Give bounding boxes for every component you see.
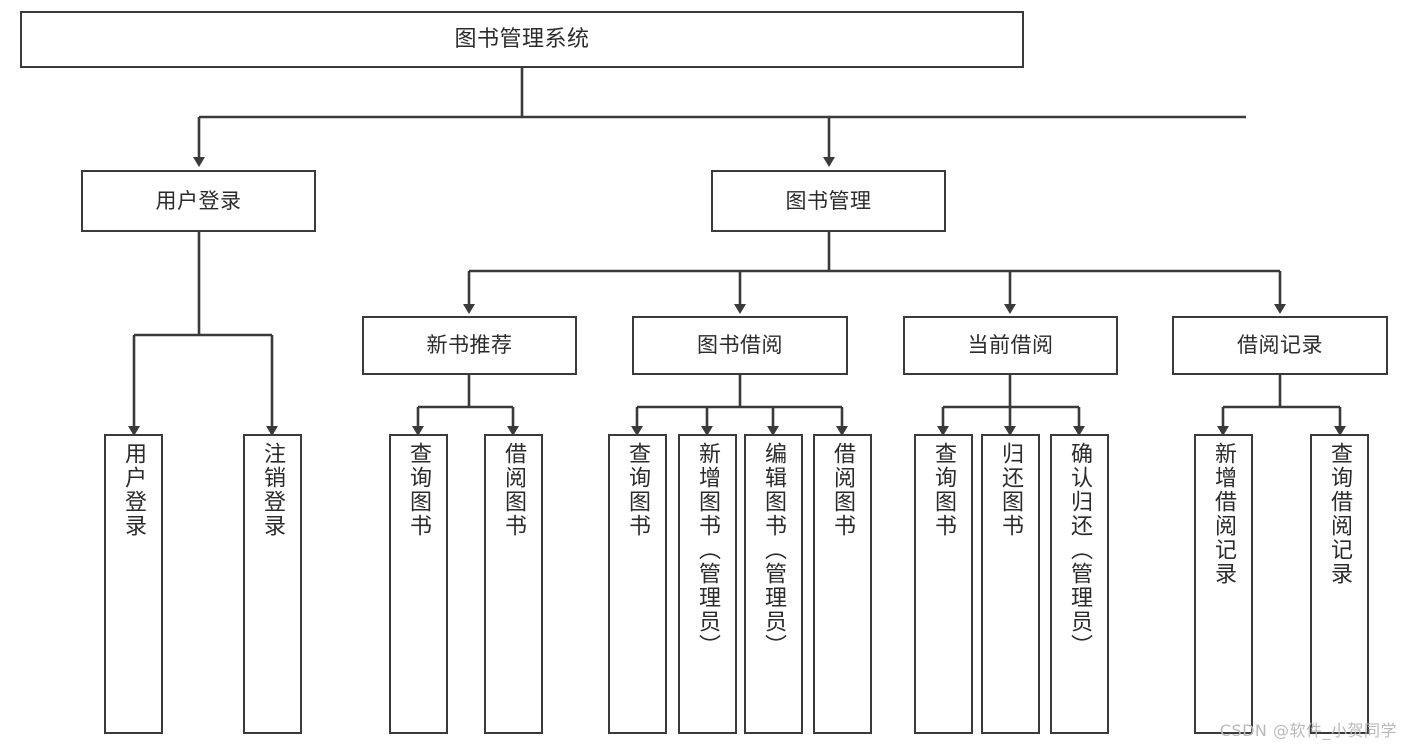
node-leaf-return-book[interactable]: 归还图书 bbox=[981, 434, 1040, 734]
node-leaf-query-book-2-label: 查询图书 bbox=[625, 442, 651, 538]
node-current-borrow[interactable]: 当前借阅 bbox=[903, 316, 1118, 375]
node-user-login[interactable]: 用户登录 bbox=[81, 170, 316, 232]
node-root[interactable]: 图书管理系统 bbox=[20, 11, 1024, 68]
node-leaf-edit-book-admin[interactable]: 编辑图书（管理员） bbox=[744, 434, 803, 734]
node-leaf-query-book-3[interactable]: 查询图书 bbox=[914, 434, 973, 734]
edges-borrow-record bbox=[1217, 375, 1346, 436]
edges-root bbox=[193, 68, 1246, 167]
node-leaf-borrow-book-2[interactable]: 借阅图书 bbox=[813, 434, 872, 734]
edges-user-login bbox=[128, 232, 278, 436]
node-leaf-edit-book-admin-label: 编辑图书（管理员） bbox=[761, 442, 787, 658]
node-leaf-query-book-1-label: 查询图书 bbox=[406, 442, 432, 538]
node-new-book-recommend[interactable]: 新书推荐 bbox=[362, 316, 577, 375]
edges-book-borrow bbox=[631, 375, 848, 436]
edges-book-management bbox=[463, 232, 1286, 314]
node-leaf-logout-login-label: 注销登录 bbox=[260, 442, 286, 538]
node-borrow-record-label: 借阅记录 bbox=[1237, 333, 1323, 358]
node-book-borrow[interactable]: 图书借阅 bbox=[632, 316, 848, 375]
node-current-borrow-label: 当前借阅 bbox=[967, 333, 1054, 358]
node-leaf-user-login-label: 用户登录 bbox=[121, 442, 147, 538]
node-leaf-confirm-return-admin[interactable]: 确认归还（管理员） bbox=[1050, 434, 1109, 734]
node-user-login-label: 用户登录 bbox=[155, 188, 242, 213]
node-new-book-recommend-label: 新书推荐 bbox=[426, 333, 513, 358]
node-book-borrow-label: 图书借阅 bbox=[697, 333, 783, 358]
node-leaf-logout-login[interactable]: 注销登录 bbox=[243, 434, 302, 734]
node-leaf-borrow-book-1-label: 借阅图书 bbox=[501, 442, 527, 538]
node-leaf-user-login[interactable]: 用户登录 bbox=[104, 434, 163, 734]
node-leaf-return-book-label: 归还图书 bbox=[998, 442, 1024, 538]
node-book-management[interactable]: 图书管理 bbox=[711, 170, 946, 232]
node-leaf-query-borrow-record-label: 查询借阅记录 bbox=[1327, 442, 1353, 586]
edges-current-borrow bbox=[937, 375, 1085, 436]
node-leaf-query-book-2[interactable]: 查询图书 bbox=[608, 434, 667, 734]
node-borrow-record[interactable]: 借阅记录 bbox=[1172, 316, 1388, 375]
node-leaf-query-book-1[interactable]: 查询图书 bbox=[389, 434, 448, 734]
node-book-management-label: 图书管理 bbox=[785, 188, 872, 213]
node-leaf-query-borrow-record[interactable]: 查询借阅记录 bbox=[1310, 434, 1369, 734]
node-leaf-add-book-admin-label: 新增图书（管理员） bbox=[695, 442, 721, 658]
node-leaf-borrow-book-1[interactable]: 借阅图书 bbox=[484, 434, 543, 734]
node-leaf-query-book-3-label: 查询图书 bbox=[931, 442, 957, 538]
node-leaf-add-book-admin[interactable]: 新增图书（管理员） bbox=[678, 434, 737, 734]
node-leaf-add-borrow-record-label: 新增借阅记录 bbox=[1211, 442, 1237, 586]
node-root-label: 图书管理系统 bbox=[454, 26, 590, 52]
node-leaf-borrow-book-2-label: 借阅图书 bbox=[830, 442, 856, 538]
node-leaf-confirm-return-admin-label: 确认归还（管理员） bbox=[1067, 442, 1093, 658]
node-leaf-add-borrow-record[interactable]: 新增借阅记录 bbox=[1194, 434, 1253, 734]
edges-new-book-recommend bbox=[412, 375, 519, 436]
